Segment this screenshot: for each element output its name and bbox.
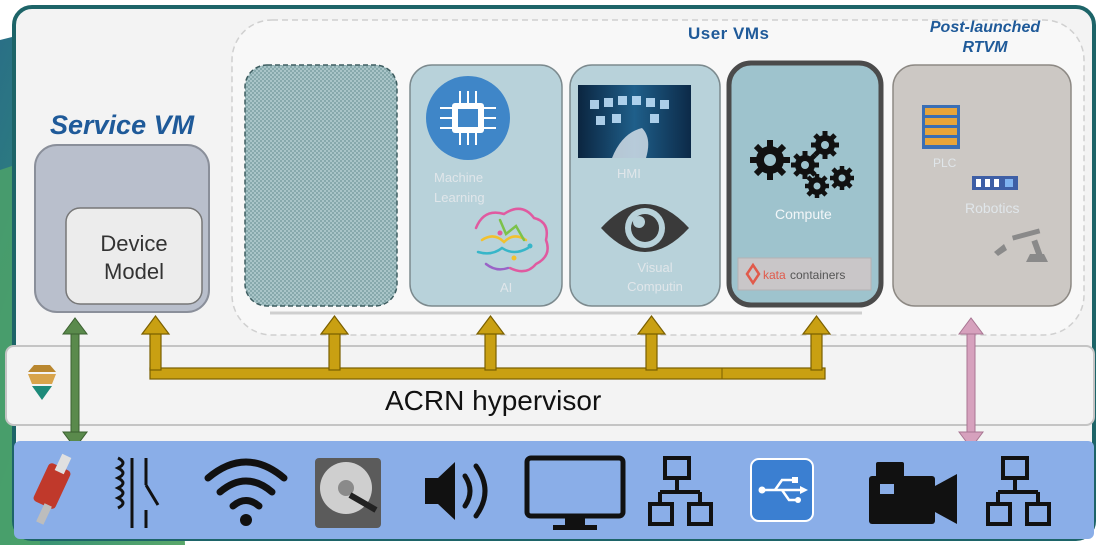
brain-icon [474, 207, 549, 273]
eye-icon [601, 204, 689, 252]
compute-label: Compute [775, 206, 832, 222]
robotics-device-icon [972, 176, 1018, 190]
acrn-logo-icon [28, 365, 56, 400]
monitor-icon [524, 455, 626, 530]
green-double-arrow [62, 317, 88, 449]
machine-learning-line2: Learning [434, 190, 485, 205]
chip-icon [426, 76, 510, 160]
pink-double-arrow [958, 317, 984, 449]
hard-drive-icon [315, 458, 381, 528]
hmi-label: HMI [617, 166, 641, 181]
device-model-line2: Model [104, 259, 164, 284]
wifi-icon [204, 458, 288, 510]
vm-box-blank [244, 64, 398, 307]
visual-computing-line1: Visual [637, 260, 673, 275]
device-model-line1: Device [100, 231, 168, 256]
service-vm-label: Service VM [50, 110, 195, 140]
machine-learning-line1: Machine [434, 170, 484, 185]
kata-containers-logo: kata containers [737, 257, 872, 291]
hardware-band [14, 441, 1094, 539]
plc-label: PLC [933, 156, 957, 170]
device-model-box [65, 207, 203, 305]
network-icon [648, 456, 713, 526]
speaker-icon [425, 462, 488, 520]
robot-arm-icon [994, 228, 1048, 262]
acrn-hypervisor-label: ACRN hypervisor [385, 385, 602, 416]
visual-computing-label: Visual Computin [620, 258, 690, 296]
switch-icon [114, 456, 160, 528]
machine-learning-label: Machine Learning [434, 168, 485, 208]
gold-arrow-bus [140, 315, 832, 380]
post-launched-rtvm-label: Post-launched RTVM [905, 18, 1065, 58]
motor-icon [33, 453, 72, 525]
kata-suffix-text: containers [790, 268, 845, 282]
robotics-label: Robotics [965, 200, 1020, 216]
gears-icon [750, 131, 854, 198]
hmi-screen-image [578, 85, 691, 158]
network-icon [986, 456, 1051, 526]
video-camera-icon [869, 462, 957, 524]
kata-prefix-text: kata [763, 268, 786, 282]
usb-icon [750, 458, 814, 522]
ai-label: AI [500, 280, 513, 295]
post-launched-line1: Post-launched [929, 19, 1041, 36]
post-launched-line2: RTVM [962, 39, 1008, 56]
visual-computing-line2: Computin [627, 279, 683, 294]
wifi-dot [240, 514, 252, 526]
user-vms-label: User VMs [688, 24, 770, 43]
plc-icon [922, 105, 960, 149]
device-model-label: Device Model [68, 230, 200, 286]
